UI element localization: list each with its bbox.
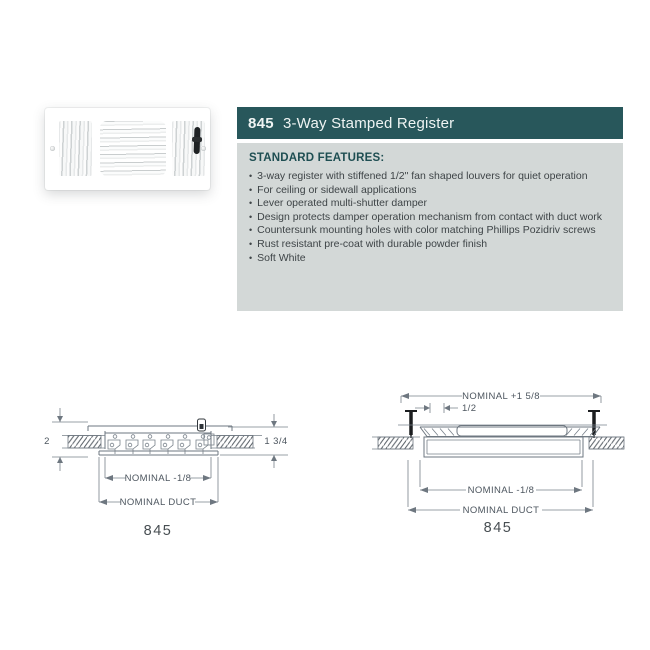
standard-features-box: STANDARD FEATURES: • 3-way register with … xyxy=(237,143,623,311)
product-header: 845 3-Way Stamped Register xyxy=(237,107,623,139)
left-section-drawing: 2 1 3/4 NOMINAL -1/8 NOMINAL DUCT 845 xyxy=(44,408,288,539)
duct-section xyxy=(423,436,584,458)
flange-dim-label: 1/2 xyxy=(462,403,476,414)
feature-text: Countersunk mounting holes with color ma… xyxy=(257,224,596,237)
feature-item: • Rust resistant pre-coat with durable po… xyxy=(249,238,611,252)
nominal-width-label: NOMINAL -1/8 xyxy=(125,473,192,484)
nominal-width-label: NOMINAL -1/8 xyxy=(468,485,535,496)
nominal-duct-label: NOMINAL DUCT xyxy=(120,497,197,508)
feature-text: Soft White xyxy=(257,251,306,264)
features-heading: STANDARD FEATURES: xyxy=(249,152,385,164)
left-screw-hole xyxy=(50,146,55,151)
feature-item: • For ceiling or sidewall applications xyxy=(249,184,611,198)
dimension-nominal-duct: NOMINAL DUCT xyxy=(408,505,593,516)
extension-lines xyxy=(407,460,594,507)
dimension-nominal-width: NOMINAL -1/8 xyxy=(105,473,211,484)
face-depth-dim-label: 1 3/4 xyxy=(264,436,287,447)
model-number: 845 xyxy=(248,114,274,132)
product-photo xyxy=(45,108,210,190)
mounting-screws xyxy=(405,410,600,438)
right-section-drawing: NOMINAL +1 5/8 1/2 xyxy=(372,391,625,536)
dimension-nominal-duct: NOMINAL DUCT xyxy=(99,497,218,508)
feature-item: • Soft White xyxy=(249,252,611,266)
depth-dim-label: 2 xyxy=(44,436,50,447)
damper-lever xyxy=(193,126,201,155)
extension-lines xyxy=(98,457,219,502)
left-drawing-model: 845 xyxy=(144,523,173,539)
register-section xyxy=(87,425,233,456)
bullet-icon: • xyxy=(249,198,253,209)
lever-detail xyxy=(197,418,206,432)
feature-text: For ceiling or sidewall applications xyxy=(257,183,417,196)
feature-item: • Design protects damper operation mechan… xyxy=(249,211,611,225)
nominal-duct-label: NOMINAL DUCT xyxy=(463,505,540,516)
faceplate-section xyxy=(398,424,607,437)
product-title: 3-Way Stamped Register xyxy=(282,114,455,132)
dimension-overall: NOMINAL +1 5/8 xyxy=(400,391,602,403)
bullet-icon: • xyxy=(249,184,253,195)
overall-dim-label: NOMINAL +1 5/8 xyxy=(462,391,540,402)
feature-text: Rust resistant pre-coat with durable pow… xyxy=(257,237,488,250)
feature-item: • Countersunk mounting holes with color m… xyxy=(249,224,611,238)
feature-text: Lever operated multi-shutter damper xyxy=(257,197,427,210)
wall-hatch xyxy=(62,435,262,449)
dimension-flange: 1/2 xyxy=(415,403,476,414)
left-louver-bank xyxy=(59,121,92,176)
dimension-depth: 2 xyxy=(44,408,88,471)
wall-hatch xyxy=(372,436,625,450)
bullet-icon: • xyxy=(249,211,253,222)
center-louver-bank xyxy=(100,121,166,176)
damper-blades xyxy=(107,433,215,454)
feature-item: • 3-way register with stiffened 1/2" fan … xyxy=(249,170,611,184)
bullet-icon: • xyxy=(249,171,253,181)
features-list: • 3-way register with stiffened 1/2" fan … xyxy=(249,170,611,265)
bullet-icon: • xyxy=(249,225,253,236)
bullet-icon: • xyxy=(249,252,253,263)
feature-text: 3-way register with stiffened 1/2" fan s… xyxy=(257,170,588,182)
right-screw-hole xyxy=(201,146,206,151)
right-drawing-model: 845 xyxy=(484,520,513,536)
dimension-nominal-width: NOMINAL -1/8 xyxy=(420,485,582,496)
bullet-icon: • xyxy=(249,238,253,249)
feature-item: • Lever operated multi-shutter damper xyxy=(249,197,611,211)
dimension-face-depth: 1 3/4 xyxy=(220,414,288,468)
feature-text: Design protects damper operation mechani… xyxy=(257,210,603,223)
